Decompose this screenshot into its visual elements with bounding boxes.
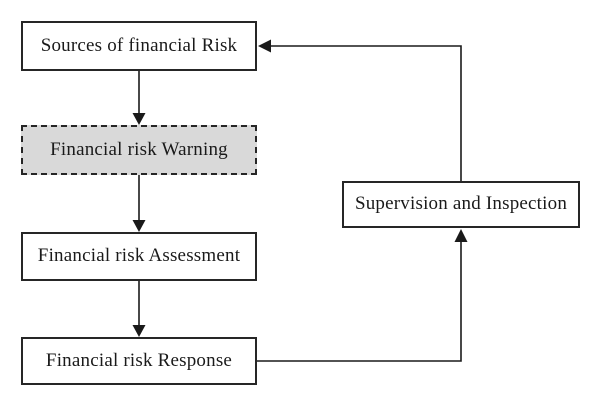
arrowhead-down-icon: [132, 325, 146, 337]
node-financial-risk-assessment: Financial risk Assessment: [21, 232, 257, 281]
arrowhead-down-icon: [132, 220, 146, 232]
edge-supervision-to-sources: [271, 45, 462, 181]
edge-response-to-supervision: [257, 242, 462, 362]
node-label: Sources of financial Risk: [40, 34, 238, 56]
node-label: Financial risk Response: [45, 349, 233, 371]
node-label: Financial risk Assessment: [37, 245, 241, 267]
node-financial-risk-response: Financial risk Response: [21, 337, 257, 385]
node-label: Financial risk Warning: [50, 138, 228, 160]
arrowhead-up-icon: [454, 229, 468, 242]
arrowhead-left-icon: [258, 39, 271, 53]
node-sources-of-financial-risk: Sources of financial Risk: [21, 21, 257, 71]
node-financial-risk-warning: Financial risk Warning: [21, 125, 257, 175]
node-label: Supervision and Inspection: [354, 193, 568, 215]
arrowhead-down-icon: [132, 113, 146, 125]
node-supervision-and-inspection: Supervision and Inspection: [342, 181, 580, 228]
